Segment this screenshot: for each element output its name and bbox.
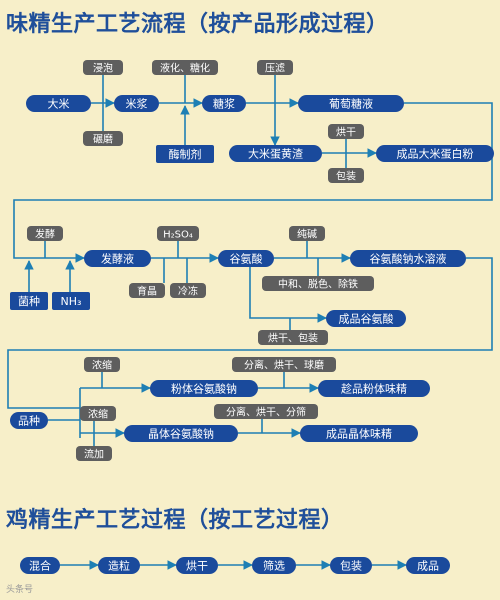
svg-text:晶体谷氨酸钠: 晶体谷氨酸钠: [148, 427, 214, 441]
node-glutamic-product: 成品谷氨酸: [326, 310, 406, 327]
side-node-concentrate-2: 浓缩: [80, 406, 116, 421]
ce-step-4: 筛选: [252, 557, 296, 574]
node-glutamic-acid: 谷氨酸: [218, 250, 274, 267]
node-ammonia: NH₃: [52, 292, 90, 310]
svg-text:纯碱: 纯碱: [297, 228, 317, 241]
svg-text:碾磨: 碾磨: [93, 134, 113, 146]
svg-text:烘干、包装: 烘干、包装: [268, 332, 318, 345]
svg-text:成品: 成品: [417, 560, 439, 573]
svg-text:粉体谷氨酸钠: 粉体谷氨酸钠: [171, 382, 237, 396]
main-nodes: 大米 米浆 糖浆 葡萄糖液 酶制剂 大米蛋黄渣 成品大米蛋白粉 菌种 NH₃ 发…: [10, 95, 494, 442]
svg-text:发酵液: 发酵液: [101, 252, 134, 266]
node-rice: 大米: [26, 95, 91, 112]
svg-text:酶制剂: 酶制剂: [169, 147, 202, 161]
side-node-freeze: 冷冻: [170, 283, 206, 298]
node-strain: 菌种: [10, 292, 48, 310]
ce-step-3: 烘干: [176, 557, 218, 574]
svg-text:大米: 大米: [48, 97, 70, 111]
node-crystal-msg: 晶体谷氨酸钠: [124, 425, 238, 442]
svg-text:造粒: 造粒: [108, 559, 130, 573]
svg-text:谷氨酸: 谷氨酸: [230, 252, 263, 266]
svg-text:包装: 包装: [340, 560, 362, 573]
side-node-separate-1: 分离、烘干、球磨: [232, 357, 336, 372]
svg-text:葡萄糖液: 葡萄糖液: [329, 97, 373, 111]
node-crystal-product: 成品晶体味精: [300, 425, 418, 442]
node-ferment-liquid: 发酵液: [84, 250, 151, 267]
side-node-seed-tank: 育晶: [129, 283, 165, 298]
edge-loop-1: [13, 102, 493, 263]
svg-text:米浆: 米浆: [126, 97, 148, 111]
node-rice-slurry: 米浆: [114, 95, 159, 112]
svg-text:成品谷氨酸: 成品谷氨酸: [339, 312, 394, 326]
svg-text:H₂SO₄: H₂SO₄: [163, 230, 193, 241]
svg-text:大米蛋黄渣: 大米蛋黄渣: [248, 147, 303, 161]
side-node-dry-1: 烘干: [328, 124, 364, 139]
side-node-grind: 碾磨: [83, 131, 123, 146]
connector-lines: [7, 75, 493, 570]
svg-text:品种: 品种: [18, 414, 40, 428]
node-rice-protein-powder: 成品大米蛋白粉: [376, 145, 494, 162]
svg-text:NH₃: NH₃: [61, 295, 82, 308]
ce-step-5: 包装: [330, 557, 372, 574]
svg-text:混合: 混合: [29, 559, 51, 573]
svg-text:趁品粉体味精: 趁品粉体味精: [341, 382, 407, 396]
side-node-pack-1: 包装: [328, 168, 364, 183]
node-seed: 品种: [10, 412, 48, 429]
watermark: 头条号: [6, 585, 34, 595]
svg-text:包装: 包装: [336, 170, 356, 183]
svg-text:浓缩: 浓缩: [88, 408, 108, 421]
svg-text:流加: 流加: [84, 448, 104, 461]
node-powder-product: 趁品粉体味精: [318, 380, 430, 397]
side-node-soak: 浸泡: [83, 60, 123, 75]
side-nodes: 浸泡 碾磨 液化、糖化 压滤 烘干 包装 发酵 H₂SO₄ 育晶 冷冻 纯碱 中…: [27, 60, 374, 461]
svg-text:烘干: 烘干: [336, 127, 356, 139]
svg-text:中和、脱色、除铁: 中和、脱色、除铁: [278, 278, 358, 291]
side-node-liquefy: 液化、糖化: [152, 60, 218, 75]
svg-text:成品晶体味精: 成品晶体味精: [326, 427, 392, 441]
node-powder-msg: 粉体谷氨酸钠: [150, 380, 258, 397]
side-node-separate-2: 分离、烘干、分筛: [214, 404, 318, 419]
side-node-h2so4: H₂SO₄: [157, 226, 199, 241]
svg-text:浓缩: 浓缩: [92, 359, 112, 372]
ce-step-6: 成品: [406, 557, 450, 574]
ce-step-1: 混合: [20, 557, 60, 574]
svg-text:育晶: 育晶: [137, 285, 157, 298]
svg-text:筛选: 筛选: [263, 559, 285, 573]
svg-text:冷冻: 冷冻: [178, 285, 198, 298]
ce-step-2: 造粒: [98, 557, 140, 574]
node-syrup: 糖浆: [202, 95, 246, 112]
node-msg-solution: 谷氨酸钠水溶液: [350, 250, 466, 267]
side-node-dry-pack: 烘干、包装: [258, 330, 328, 345]
svg-text:浸泡: 浸泡: [93, 62, 113, 75]
svg-text:烘干: 烘干: [186, 559, 208, 573]
side-node-soda: 纯碱: [289, 226, 325, 241]
svg-text:分离、烘干、球磨: 分离、烘干、球磨: [244, 359, 324, 372]
node-glucose: 葡萄糖液: [298, 95, 404, 112]
svg-text:成品大米蛋白粉: 成品大米蛋白粉: [397, 147, 474, 161]
svg-text:菌种: 菌种: [18, 294, 40, 308]
node-rice-protein-residue: 大米蛋黄渣: [229, 145, 322, 162]
svg-text:谷氨酸钠水溶液: 谷氨酸钠水溶液: [370, 252, 447, 266]
side-node-ferment: 发酵: [27, 226, 63, 241]
side-node-concentrate-1: 浓缩: [84, 357, 120, 372]
svg-text:糖浆: 糖浆: [213, 97, 235, 111]
side-node-neutralize: 中和、脱色、除铁: [262, 276, 374, 291]
svg-text:液化、糖化: 液化、糖化: [160, 62, 210, 75]
edge-glutamic-product: [249, 266, 327, 323]
glutamate-title: 味精生产工艺流程（按产品形成过程）: [6, 12, 389, 37]
svg-text:分离、烘干、分筛: 分离、烘干、分筛: [226, 406, 306, 419]
svg-text:发酵: 发酵: [35, 228, 55, 241]
chicken-essence-title: 鸡精生产工艺过程（按工艺过程）: [6, 508, 344, 533]
edge-loop-2: [7, 257, 493, 409]
side-node-add: 流加: [76, 446, 112, 461]
side-node-press-filter: 压滤: [257, 60, 293, 75]
chicken-essence-steps: 混合 造粒 烘干 筛选 包装 成品: [20, 557, 450, 574]
svg-text:压滤: 压滤: [265, 62, 285, 75]
node-enzyme: 酶制剂: [156, 145, 214, 163]
